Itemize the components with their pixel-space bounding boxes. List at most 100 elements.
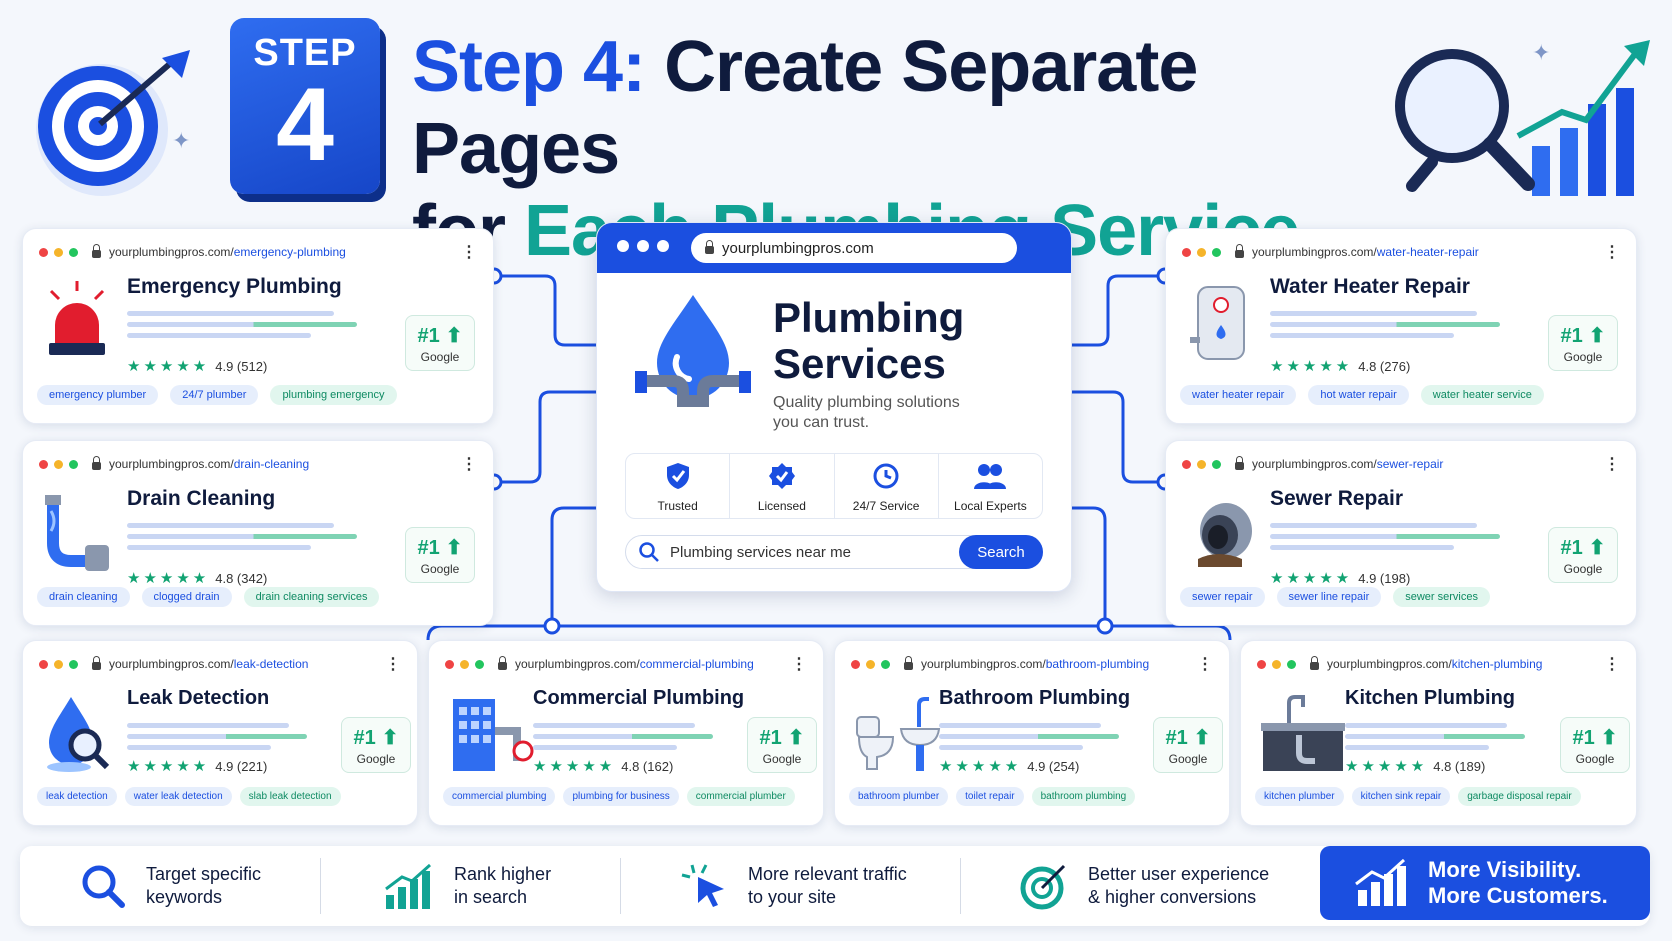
toilet-sink-icon bbox=[856, 697, 941, 771]
svg-text:✦: ✦ bbox=[172, 128, 190, 153]
card-url[interactable]: yourplumbingpros.com/kitchen-plumbing bbox=[1327, 657, 1542, 671]
browser-bar: yourplumbingpros.com/sewer-repair ⋮ bbox=[1182, 451, 1620, 477]
rank-badge: #1⬆Google bbox=[1548, 527, 1618, 583]
card-rating: ★★★★★4.9 (512) bbox=[127, 357, 267, 375]
service-icon bbox=[41, 491, 113, 575]
more-options-icon[interactable]: ⋮ bbox=[1604, 456, 1620, 473]
keyword-tag[interactable]: water heater repair bbox=[1180, 385, 1297, 405]
url-domain: yourplumbingpros.com/ bbox=[109, 245, 234, 259]
search-input[interactable]: Plumbing services near me Search bbox=[625, 535, 1043, 569]
service-card-sewer-repair[interactable]: yourplumbingpros.com/sewer-repair⋮Sewer … bbox=[1165, 440, 1637, 626]
card-url[interactable]: yourplumbingpros.com/emergency-plumbing bbox=[109, 245, 346, 259]
service-card-kitchen-plumbing[interactable]: yourplumbingpros.com/kitchen-plumbing ⋮ Ki… bbox=[1240, 640, 1637, 826]
keyword-tag[interactable]: plumbing for business bbox=[563, 787, 679, 806]
service-card-commercial-plumbing[interactable]: yourplumbingpros.com/commercial-plumbing… bbox=[428, 640, 824, 826]
browser-bar: yourplumbingpros.com/kitchen-plumbing ⋮ bbox=[1257, 651, 1620, 677]
benefit-experience: Better user experience& higher conversio… bbox=[1020, 846, 1269, 926]
keyword-tag[interactable]: sewer services bbox=[1393, 587, 1490, 607]
service-card-drain-cleaning[interactable]: yourplumbingpros.com/drain-cleaning ⋮ Drai… bbox=[22, 440, 494, 626]
keyword-tag[interactable]: hot water repair bbox=[1308, 385, 1409, 405]
keyword-tag[interactable]: plumbing emergency bbox=[270, 385, 397, 405]
feature-label: 24/7 Service bbox=[852, 499, 920, 513]
content-lines bbox=[939, 723, 1119, 756]
feature-label: Local Experts bbox=[954, 499, 1027, 513]
benefit-line2: to your site bbox=[748, 887, 837, 907]
keyword-tag[interactable]: emergency plumber bbox=[37, 385, 159, 405]
rating-value: 4.8 (189) bbox=[1433, 759, 1486, 774]
keyword-tag[interactable]: commercial plumber bbox=[686, 787, 795, 806]
card-title: Kitchen Plumbing bbox=[1345, 687, 1515, 709]
rank-number: #1 bbox=[417, 537, 440, 559]
more-options-icon[interactable]: ⋮ bbox=[1604, 244, 1620, 261]
service-card-water-heater-repair[interactable]: yourplumbingpros.com/water-heater-repair… bbox=[1165, 228, 1637, 424]
keyword-tag[interactable]: sewer repair bbox=[1180, 587, 1265, 607]
keyword-tag[interactable]: bathroom plumbing bbox=[1031, 787, 1136, 806]
url-domain: yourplumbingpros.com/ bbox=[1327, 657, 1452, 671]
keyword-tag[interactable]: leak detection bbox=[37, 787, 117, 806]
url-domain: yourplumbingpros.com/ bbox=[515, 657, 640, 671]
service-card-bathroom-plumbing[interactable]: yourplumbingpros.com/bathroom-plumbing ⋮ B… bbox=[834, 640, 1230, 826]
rank-number: #1 bbox=[1560, 325, 1583, 347]
keyword-tag[interactable]: commercial plumbing bbox=[443, 787, 556, 806]
keyword-tag[interactable]: kitchen sink repair bbox=[1351, 787, 1451, 806]
keyword-tag[interactable]: water heater service bbox=[1420, 385, 1544, 405]
keyword-tag[interactable]: water leak detection bbox=[124, 787, 232, 806]
more-options-icon[interactable]: ⋮ bbox=[461, 244, 477, 261]
cta-line2: More Customers. bbox=[1428, 883, 1608, 908]
keyword-tag[interactable]: drain cleaning services bbox=[243, 587, 380, 607]
card-url[interactable]: yourplumbingpros.com/drain-cleaning bbox=[109, 457, 309, 471]
rank-engine: Google bbox=[356, 752, 396, 766]
keyword-tag[interactable]: kitchen plumber bbox=[1255, 787, 1344, 806]
search-button[interactable]: Search bbox=[959, 535, 1043, 569]
more-options-icon[interactable]: ⋮ bbox=[1197, 656, 1213, 673]
rank-number: #1 bbox=[759, 727, 782, 749]
more-options-icon[interactable]: ⋮ bbox=[1604, 656, 1620, 673]
growth-chart-icon bbox=[1355, 858, 1406, 906]
card-url[interactable]: yourplumbingpros.com/bathroom-plumbing bbox=[921, 657, 1149, 671]
keyword-tag[interactable]: toilet repair bbox=[956, 787, 1024, 806]
rating-value: 4.9 (254) bbox=[1027, 759, 1080, 774]
keyword-tags: sewer repair sewer line repair sewer servi… bbox=[1180, 587, 1490, 607]
card-url[interactable]: yourplumbingpros.com/commercial-plumbing bbox=[515, 657, 754, 671]
keyword-tag[interactable]: garbage disposal repair bbox=[1458, 787, 1581, 806]
rank-badge: #1⬆Google bbox=[1560, 717, 1630, 773]
card-rating: ★★★★★4.9 (198) bbox=[1270, 569, 1410, 587]
cursor-click-icon bbox=[681, 864, 724, 907]
keyword-tag[interactable]: bathroom plumber bbox=[849, 787, 949, 806]
more-options-icon[interactable]: ⋮ bbox=[461, 456, 477, 473]
service-card-emergency-plumbing[interactable]: yourplumbingpros.com/emergency-plumbing ⋮… bbox=[22, 228, 494, 424]
keyword-tag[interactable]: 24/7 plumber bbox=[170, 385, 259, 405]
card-url[interactable]: yourplumbingpros.com/sewer-repair bbox=[1252, 457, 1443, 471]
up-arrow-icon: ⬆ bbox=[1600, 727, 1618, 749]
up-arrow-icon: ⬆ bbox=[445, 325, 463, 347]
keyword-tags: water heater repair hot water repair water… bbox=[1180, 385, 1544, 405]
feature-label: Trusted bbox=[657, 499, 698, 513]
card-title: Water Heater Repair bbox=[1270, 275, 1470, 298]
more-options-icon[interactable]: ⋮ bbox=[791, 656, 807, 673]
step-word: STEP bbox=[253, 32, 357, 74]
commercial-building-icon bbox=[453, 699, 534, 771]
lock-icon bbox=[1235, 456, 1244, 470]
service-icon bbox=[853, 691, 941, 775]
card-title: Drain Cleaning bbox=[127, 487, 276, 510]
address-bar[interactable]: yourplumbingpros.com bbox=[691, 233, 1017, 263]
siren-icon bbox=[49, 281, 105, 355]
card-title: Bathroom Plumbing bbox=[939, 687, 1131, 709]
card-url[interactable]: yourplumbingpros.com/water-heater-repair bbox=[1252, 245, 1479, 259]
card-url[interactable]: yourplumbingpros.com/leak-detection bbox=[109, 657, 308, 671]
keyword-tag[interactable]: slab leak detection bbox=[239, 787, 341, 806]
more-options-icon[interactable]: ⋮ bbox=[385, 656, 401, 673]
keyword-tag[interactable]: clogged drain bbox=[141, 587, 232, 607]
window-dots bbox=[1257, 659, 1296, 669]
window-dots bbox=[617, 239, 677, 257]
benefit-line2: in search bbox=[454, 887, 528, 907]
service-card-leak-detection[interactable]: yourplumbingpros.com/leak-detection⋮Leak… bbox=[22, 640, 418, 826]
rank-number: #1 bbox=[1165, 727, 1188, 749]
search-query: Plumbing services near me bbox=[670, 543, 851, 561]
up-arrow-icon: ⬆ bbox=[1193, 727, 1211, 749]
rank-number: #1 bbox=[353, 727, 376, 749]
browser-bar: yourplumbingpros.com/drain-cleaning ⋮ bbox=[39, 451, 477, 477]
keyword-tag[interactable]: drain cleaning bbox=[37, 587, 130, 607]
keyword-tags: leak detection water leak detection slab l… bbox=[37, 787, 341, 806]
keyword-tag[interactable]: sewer line repair bbox=[1276, 587, 1382, 607]
